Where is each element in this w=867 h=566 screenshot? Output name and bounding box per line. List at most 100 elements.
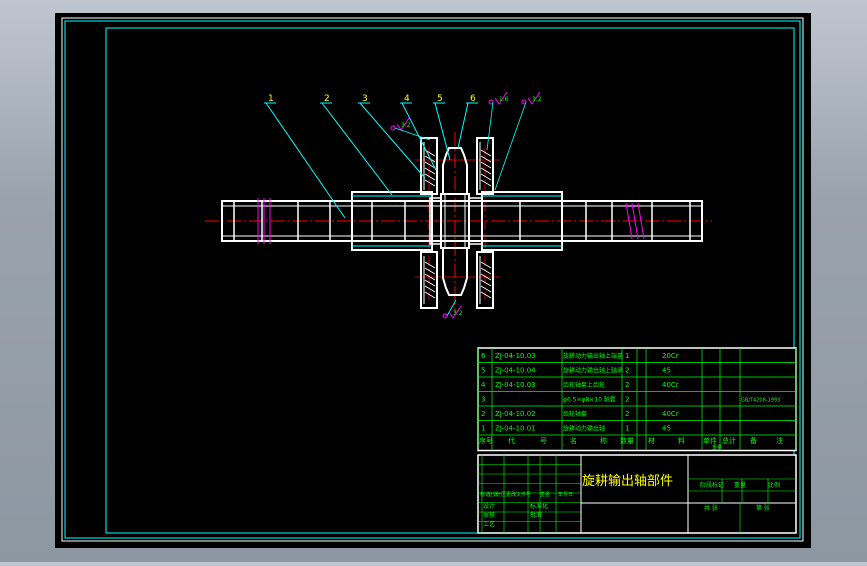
- bom-cell-no: 1: [481, 425, 485, 433]
- roughness-leader: [394, 127, 431, 141]
- gear-left-top-hatch: [424, 173, 436, 181]
- roughness-check-symbol: [448, 305, 462, 319]
- gear-right-bottom-hatch: [480, 279, 492, 287]
- callout-3: 3: [362, 94, 368, 104]
- bom-cell-code: ZJ-04-10.02: [495, 410, 536, 418]
- bom-cell-no: 6: [481, 352, 486, 360]
- bom-cell-qty: 1: [625, 352, 629, 360]
- bom-header-unit: 单件: [703, 436, 717, 445]
- bom-cell-name: 旋耕动力输出轴上端盖: [563, 352, 623, 360]
- inner-border: [64, 20, 801, 539]
- callout-leader: [359, 102, 426, 179]
- gear-right-top-hatch: [480, 149, 492, 157]
- sign-label: 标记: [480, 491, 490, 498]
- callout-leader: [265, 102, 346, 219]
- sign-label: 更改文件号: [506, 491, 531, 498]
- role-label: 审核: [483, 511, 495, 519]
- stage-label: 阶段标记: [700, 481, 724, 489]
- bom-header-weight: 重量: [712, 444, 722, 451]
- roughness-leader: [486, 101, 494, 151]
- role-label-b: 批准: [530, 511, 542, 519]
- gear-right-top-hatch: [480, 167, 492, 175]
- sign-label: 年月日: [558, 491, 573, 498]
- gear-right-bottom-hatch: [480, 273, 492, 281]
- bom-cell-name: φ6.5×φ8×10 轴套: [563, 396, 616, 404]
- bom-cell-qty: 2: [625, 410, 629, 418]
- spline-mark-right: [625, 202, 633, 240]
- bom-cell-remark: GB/T4208-1993: [741, 398, 780, 404]
- bearing-left: [429, 197, 442, 245]
- gear-left-top-hatch: [424, 179, 436, 187]
- bom-cell-name: 旋耕动力输出轴上轴承: [563, 367, 623, 375]
- role-label-b: 标准化: [530, 502, 548, 510]
- roughness-leader: [494, 101, 527, 191]
- gear-left-top-hatch: [424, 167, 436, 175]
- bom-cell-qty: 2: [625, 381, 629, 389]
- bom-cell-no: 2: [481, 410, 485, 418]
- bom-header-name_a: 名: [570, 436, 577, 445]
- callout-4: 4: [404, 94, 410, 104]
- bom-cell-material: 45: [662, 367, 671, 375]
- gear-left-bottom-hatch: [424, 291, 436, 299]
- gear-right-bottom-hatch: [480, 285, 492, 293]
- bom-header-remark_b: 注: [776, 436, 783, 445]
- gear-left-top-hatch: [424, 161, 436, 169]
- gear-right-top-hatch: [480, 161, 492, 169]
- bom-cell-qty: 2: [625, 367, 629, 375]
- bom-cell-qty: 1: [625, 425, 629, 433]
- outer-frame: [61, 17, 804, 542]
- bom-header-code_a: 代: [508, 436, 515, 445]
- shaft-assembly: [205, 132, 712, 312]
- bom-cell-code: ZJ-04-10.01: [495, 425, 536, 433]
- gear-left-top: [420, 137, 438, 195]
- bom-cell-code: ZJ-04-10.03: [495, 352, 536, 360]
- callout-2: 2: [324, 94, 330, 104]
- roughness-check-symbol: [527, 91, 541, 105]
- sign-label: 处数: [488, 491, 498, 498]
- gear-left-bottom-hatch: [424, 273, 436, 281]
- bom-cell-code: ZJ-04-10.03: [495, 381, 536, 389]
- gear-left-bottom-hatch: [424, 285, 436, 293]
- bom-cell-name: 齿轮轴套上齿轮: [563, 381, 605, 389]
- callout-6: 6: [470, 94, 476, 104]
- shaft-outline: [221, 200, 703, 242]
- spline-mark-right: [631, 202, 639, 240]
- title-block-outer: [477, 454, 797, 534]
- gear-right-bottom-hatch: [480, 267, 492, 275]
- sign-label: 签名: [540, 491, 550, 498]
- bom-header-code_b: 号: [540, 437, 547, 445]
- gear-left-bottom: [420, 251, 438, 309]
- bom-cell-no: 3: [481, 396, 485, 404]
- gear-right-bottom: [476, 251, 494, 309]
- callout-group: 1 2 3 4 5 6: [264, 94, 478, 219]
- stage-label: 比例: [768, 481, 780, 489]
- bom-header-material_b: 料: [678, 436, 685, 445]
- bom-header-total: 总计: [722, 436, 736, 445]
- bom-header-material_a: 材: [648, 436, 655, 445]
- bom-header-name_b: 称: [600, 436, 607, 445]
- title-block: 旋耕输出轴部件阶段标记重量比例共 张第 张标记处数分区更改文件号签名年月日设计审…: [477, 454, 797, 534]
- bom-cell-name: 旋耕动力输出轴: [563, 425, 605, 433]
- bom-cell-name: 齿轮轴套: [563, 410, 587, 418]
- gear-right-bottom-hatch: [480, 261, 492, 269]
- callout-5: 5: [437, 94, 443, 104]
- roughness-value: 1.6: [499, 96, 509, 103]
- roughness-check-symbol: [494, 91, 508, 105]
- bom-cell-no: 5: [481, 367, 485, 375]
- gear-left-bottom-hatch: [424, 267, 436, 275]
- roughness-value: 3.2: [401, 122, 411, 129]
- bom-header-remark_a: 备: [750, 436, 757, 445]
- bom-cell-material: 20Cr: [662, 352, 679, 360]
- callout-leader: [457, 102, 469, 149]
- center-gear-bottom: [442, 247, 468, 296]
- binding-border: [105, 27, 795, 534]
- sleeve-left: [351, 191, 433, 251]
- callout-1: 1: [268, 94, 274, 104]
- role-label: 工艺: [483, 520, 495, 528]
- bom-header-no: 序号: [479, 436, 493, 445]
- gear-right-top-hatch: [480, 179, 492, 187]
- spline-mark-right: [637, 202, 645, 240]
- roughness-leader: [446, 299, 457, 317]
